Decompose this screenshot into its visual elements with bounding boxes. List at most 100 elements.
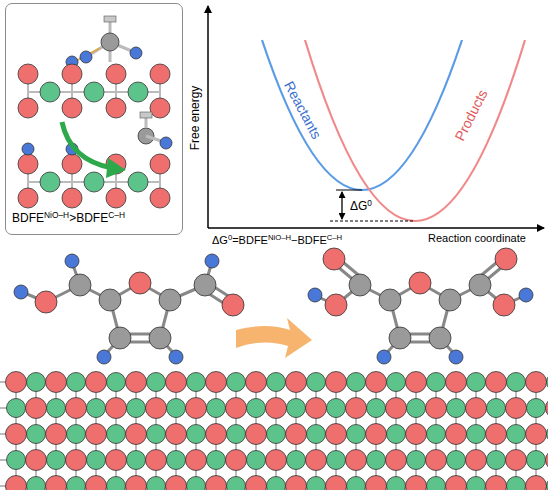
atom xyxy=(447,399,466,418)
atom xyxy=(526,476,547,490)
atom xyxy=(307,477,326,490)
atom xyxy=(347,425,366,444)
atom xyxy=(126,372,147,393)
atom xyxy=(366,372,387,393)
atom xyxy=(18,98,38,118)
atom xyxy=(466,450,487,471)
atom xyxy=(47,451,66,470)
atom xyxy=(62,64,82,84)
formula-text: BDFE xyxy=(12,212,44,226)
atom xyxy=(87,451,106,470)
atom xyxy=(107,425,126,444)
atom xyxy=(106,450,127,471)
atom xyxy=(547,373,548,392)
atom xyxy=(286,424,307,445)
atom xyxy=(18,154,38,174)
equation-text: −BDFE xyxy=(291,234,327,246)
atom xyxy=(447,451,466,470)
atom xyxy=(366,424,387,445)
atom xyxy=(407,399,426,418)
atom xyxy=(128,172,148,192)
atom xyxy=(347,373,366,392)
atom xyxy=(346,450,367,471)
equation-text: ΔG xyxy=(350,199,367,213)
atom xyxy=(327,451,346,470)
atom xyxy=(18,64,38,84)
atom xyxy=(507,373,526,392)
atom xyxy=(187,425,206,444)
atom xyxy=(527,451,546,470)
superscript: 0 xyxy=(228,233,232,242)
atom xyxy=(87,399,106,418)
atom xyxy=(107,373,126,392)
atom xyxy=(40,172,60,192)
atom xyxy=(186,450,207,471)
atom xyxy=(446,372,467,393)
atom xyxy=(307,425,326,444)
atom xyxy=(147,477,166,490)
superscript: C–H xyxy=(108,210,125,220)
atom xyxy=(386,450,407,471)
nio-lattice xyxy=(0,372,548,490)
atom xyxy=(107,477,126,490)
atom xyxy=(387,425,406,444)
equation: ΔG0 xyxy=(350,198,372,214)
atom xyxy=(487,451,506,470)
atom xyxy=(446,476,467,490)
atom xyxy=(406,476,427,490)
atom xyxy=(306,450,327,471)
atom xyxy=(346,398,367,419)
atom xyxy=(167,451,186,470)
atom xyxy=(86,372,107,393)
atom xyxy=(227,425,246,444)
equation: ΔG0=BDFENiO–H−BDFEC–H xyxy=(212,233,342,247)
atom xyxy=(287,399,306,418)
atom xyxy=(367,399,386,418)
atom xyxy=(366,476,387,490)
atom xyxy=(66,398,87,419)
atom xyxy=(27,477,46,490)
reaction-arrow xyxy=(236,318,312,358)
atom xyxy=(128,82,148,102)
atom xyxy=(507,425,526,444)
atom xyxy=(7,451,26,470)
atom xyxy=(86,476,107,490)
atom xyxy=(62,154,82,174)
atom xyxy=(386,398,407,419)
atom xyxy=(486,476,507,490)
atom xyxy=(227,373,246,392)
atom xyxy=(306,398,327,419)
atom xyxy=(67,373,86,392)
atom xyxy=(26,398,47,419)
atom xyxy=(526,372,547,393)
atom xyxy=(126,424,147,445)
atom xyxy=(6,372,27,393)
atom xyxy=(246,424,267,445)
atom xyxy=(426,398,447,419)
atom xyxy=(247,451,266,470)
atom xyxy=(146,450,167,471)
superscript: 0 xyxy=(367,198,372,208)
atom xyxy=(27,373,46,392)
atom xyxy=(426,450,447,471)
atom xyxy=(186,398,207,419)
superscript: C–H xyxy=(327,233,342,242)
atom xyxy=(446,424,467,445)
atom xyxy=(487,399,506,418)
atom xyxy=(226,398,247,419)
atom xyxy=(326,372,347,393)
atom xyxy=(527,399,546,418)
atom xyxy=(84,172,104,192)
atom xyxy=(146,398,167,419)
axis-label: Free energy xyxy=(189,86,201,151)
atom xyxy=(150,98,170,118)
molecule-atoms xyxy=(14,248,533,364)
atom xyxy=(247,399,266,418)
atom xyxy=(62,188,82,208)
atom xyxy=(150,154,170,174)
inset-box: BDFENiO–H>BDFEC–H xyxy=(5,3,183,235)
atom xyxy=(150,64,170,84)
atom xyxy=(126,476,147,490)
atom xyxy=(46,424,67,445)
superscript: NiO–H xyxy=(268,233,291,242)
